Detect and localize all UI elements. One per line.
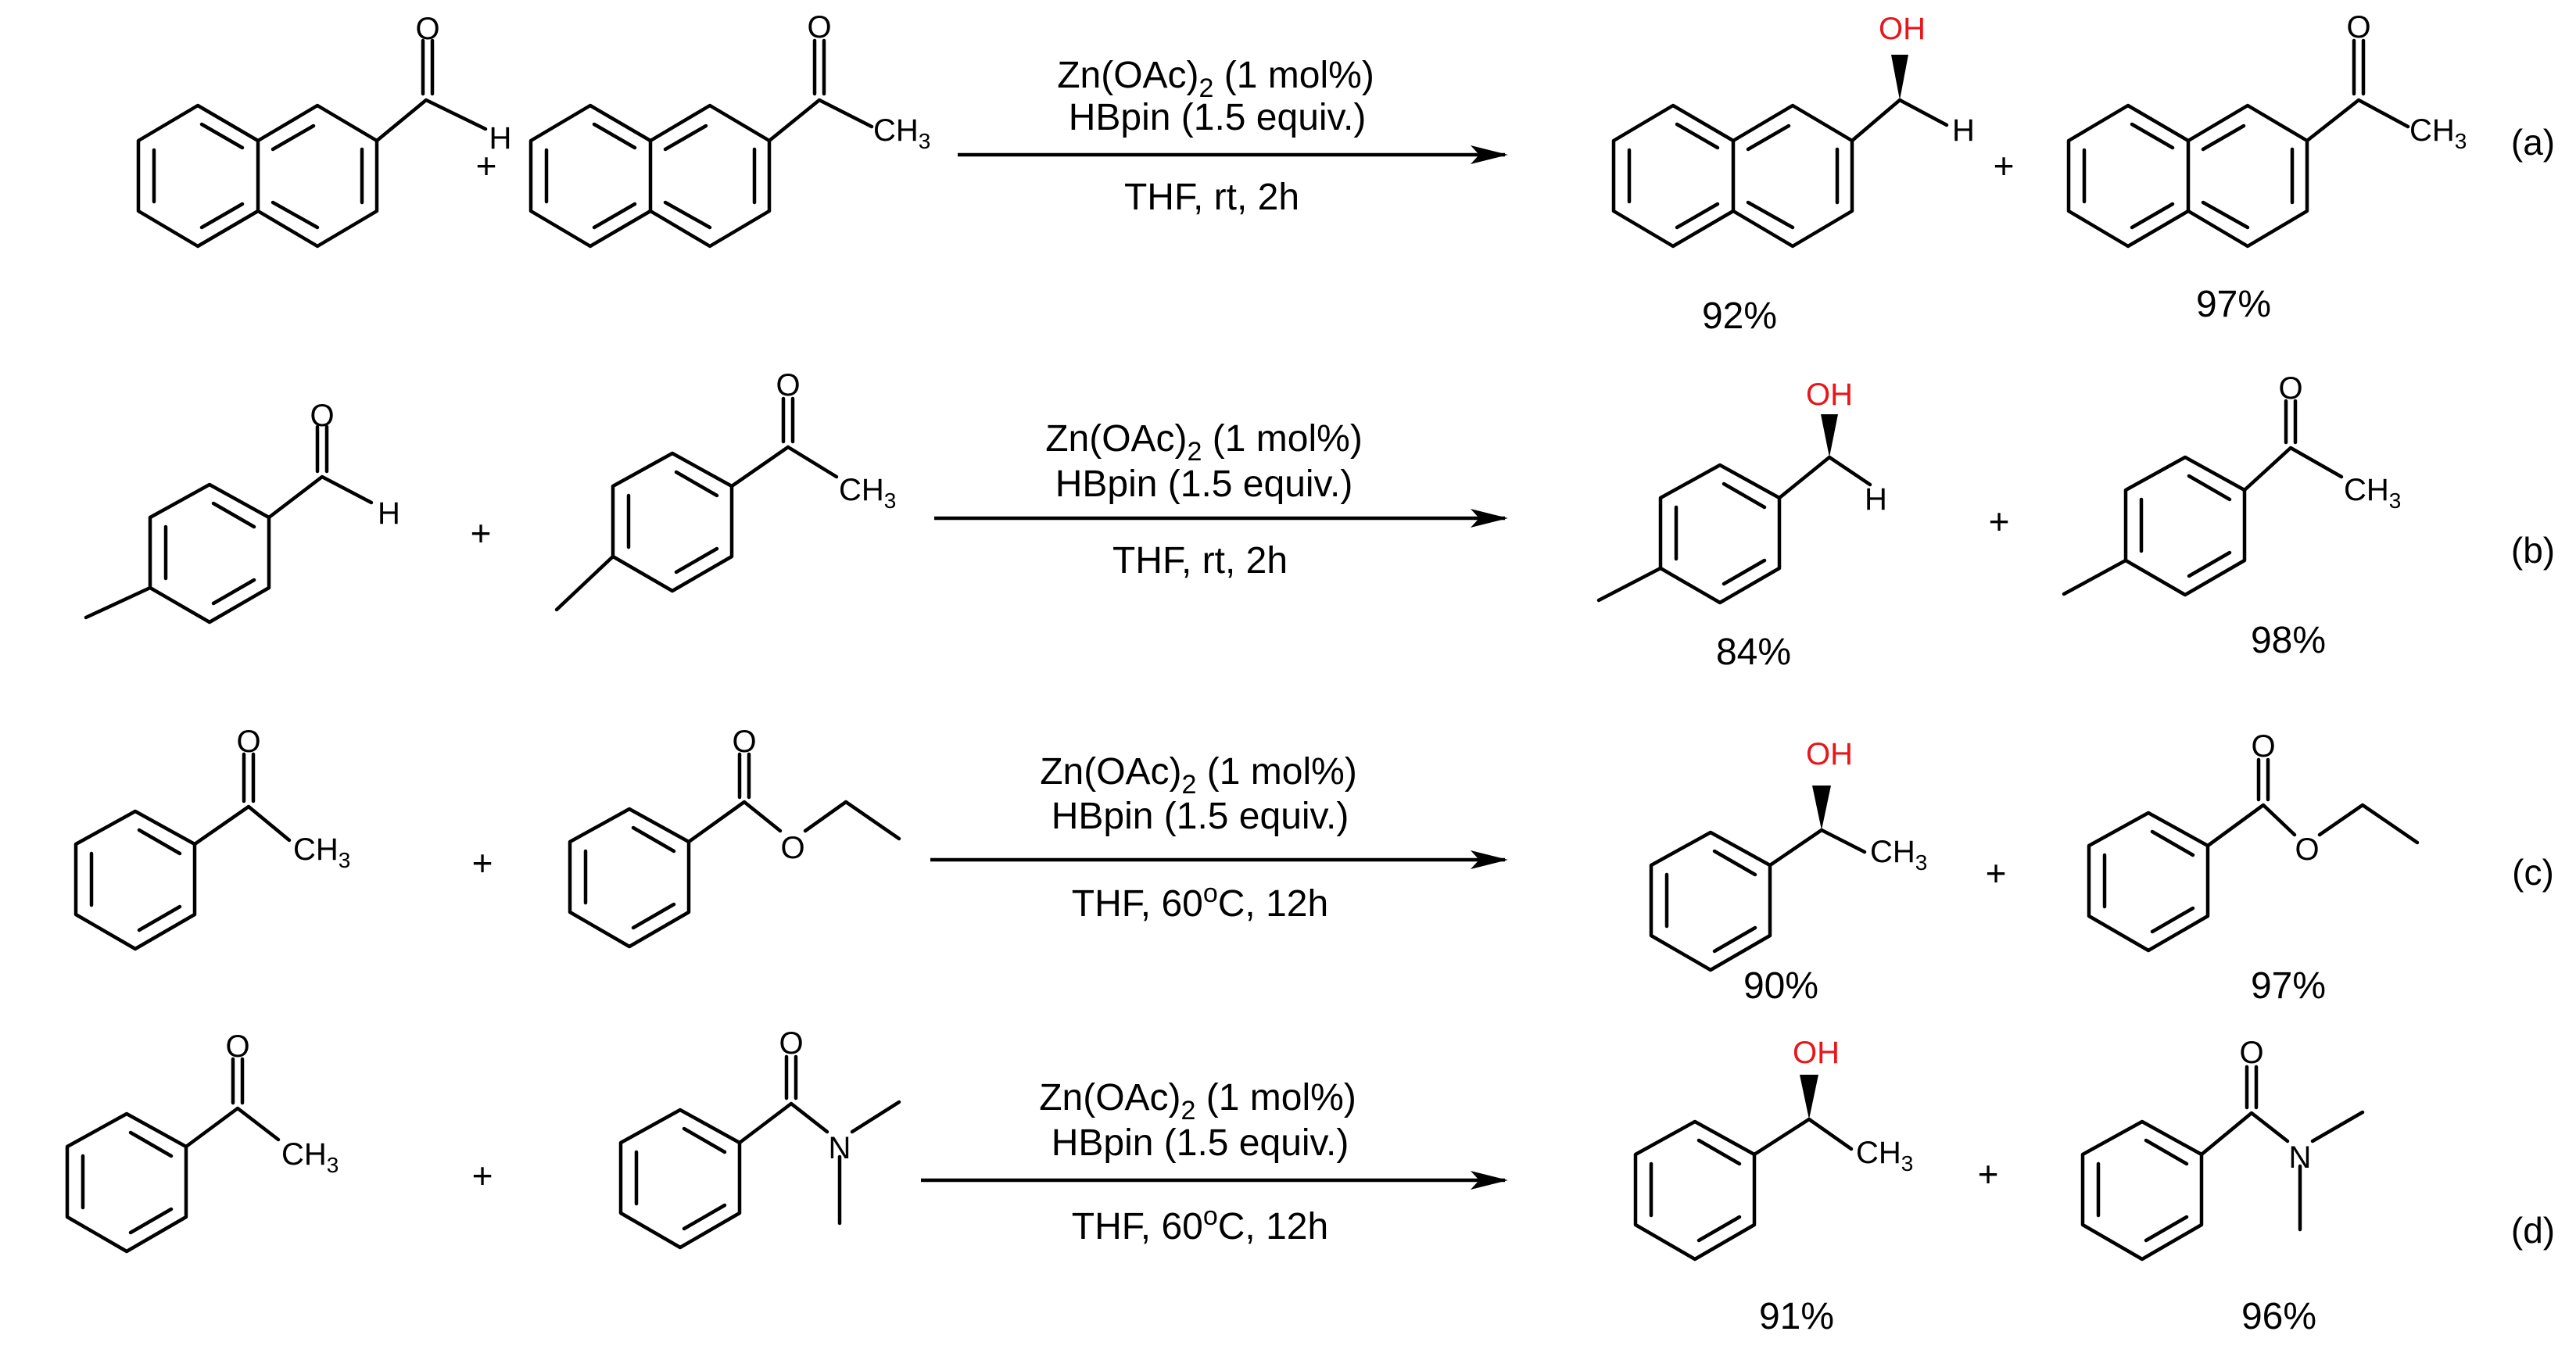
acetonaphthone-structure: O CH3 xyxy=(2066,10,2467,249)
methyl-label: CH3 xyxy=(293,832,350,872)
atom-label: H xyxy=(1952,113,1975,148)
reaction-row-a: O H + O CH3 Zn(OAc)2 (1 mol%) HBpin (1.5… xyxy=(136,10,2555,337)
wedge-bond xyxy=(1800,1075,1818,1119)
methyl-label: CH3 xyxy=(2344,473,2401,513)
atom-label: O xyxy=(225,1029,249,1064)
catalyst-label: Zn(OAc)2 (1 mol%) xyxy=(1057,55,1374,103)
atom-label: O xyxy=(415,12,439,46)
reaction-label: (d) xyxy=(2511,1210,2555,1251)
methyl-label: CH3 xyxy=(281,1137,339,1177)
phenylethanol-structure: OH CH3 xyxy=(1633,1036,1913,1262)
methyl-label: CH3 xyxy=(839,473,896,513)
reaction-conditions: Zn(OAc)2 (1 mol%) HBpin (1.5 equiv.) THF… xyxy=(921,1077,1508,1247)
yield-product-1: 84% xyxy=(1716,632,1791,673)
naphthaldehyde-structure: O H xyxy=(136,12,512,249)
methyl-label: CH3 xyxy=(1856,1136,1913,1176)
methylacetophenone-structure: O CH3 xyxy=(554,368,896,612)
solvent-label: THF, 60oC, 12h xyxy=(1072,879,1328,925)
yield-product-2: 96% xyxy=(2241,1296,2316,1337)
ethylbenzoate-structure: O O xyxy=(568,725,901,949)
plus-sign: + xyxy=(1986,853,2007,893)
yield-product-1: 91% xyxy=(1759,1296,1834,1337)
plus-sign: + xyxy=(1978,1154,1999,1194)
plus-sign: + xyxy=(472,843,493,883)
atom-label: O xyxy=(2239,1036,2263,1070)
methyl-label: CH3 xyxy=(1870,835,1927,875)
atom-label: N xyxy=(829,1131,851,1165)
solvent-label: THF, 60oC, 12h xyxy=(1072,1201,1328,1247)
yield-product-2: 98% xyxy=(2251,620,2326,661)
atom-label: O xyxy=(779,1026,803,1061)
dimethylbenzamide-structure: O N xyxy=(618,1026,901,1250)
methylacetophenone-structure: O CH3 xyxy=(2062,371,2401,597)
atom-label: O xyxy=(2346,10,2370,45)
tolualdehyde-structure: O H xyxy=(84,399,400,625)
plus-sign: + xyxy=(1989,501,2010,542)
yield-product-2: 97% xyxy=(2196,284,2271,325)
atom-label: H xyxy=(1865,482,1887,517)
plus-sign: + xyxy=(476,145,497,186)
reagent-label: HBpin (1.5 equiv.) xyxy=(1055,463,1353,505)
reaction-conditions: Zn(OAc)2 (1 mol%) HBpin (1.5 equiv.) THF… xyxy=(930,751,1508,925)
methyl-label: CH3 xyxy=(873,113,930,153)
solvent-label: THF, rt, 2h xyxy=(1124,177,1299,218)
atom-label: O xyxy=(236,725,260,759)
atom-label: O xyxy=(2251,729,2275,764)
atom-label: H xyxy=(378,496,400,531)
reaction-conditions: Zn(OAc)2 (1 mol%) HBpin (1.5 equiv.) THF… xyxy=(934,418,1508,582)
atom-label: N xyxy=(2289,1140,2312,1175)
yield-product-2: 97% xyxy=(2251,965,2326,1007)
reagent-label: HBpin (1.5 equiv.) xyxy=(1052,796,1349,837)
atom-label: O xyxy=(780,831,804,865)
plus-sign: + xyxy=(471,513,492,553)
reaction-conditions: Zn(OAc)2 (1 mol%) HBpin (1.5 equiv.) THF… xyxy=(958,55,1508,218)
acetophenone-structure: O CH3 xyxy=(73,725,350,951)
atom-label: O xyxy=(2295,832,2319,867)
catalyst-label: Zn(OAc)2 (1 mol%) xyxy=(1039,1077,1356,1126)
plus-sign: + xyxy=(472,1155,493,1196)
atom-label: O xyxy=(310,399,334,433)
reaction-row-b: O H + O CH3 Zn(OAc)2 (1 mol%) HBpin (1.5… xyxy=(84,368,2555,673)
wedge-bond xyxy=(1821,414,1838,457)
acetophenone-structure: O CH3 xyxy=(65,1029,339,1254)
phenylethanol-structure: OH CH3 xyxy=(1649,737,1927,972)
hydroxyl-label: OH xyxy=(1806,737,1853,771)
methylbenzylalcohol-structure: OH H xyxy=(1596,378,1887,605)
reagent-label: HBpin (1.5 equiv.) xyxy=(1052,1122,1349,1164)
atom-label: O xyxy=(732,725,756,759)
reaction-label: (a) xyxy=(2511,122,2555,163)
acetonaphthone-structure: O CH3 xyxy=(528,10,930,249)
yield-product-1: 90% xyxy=(1743,965,1818,1007)
hydroxyl-label: OH xyxy=(1879,12,1926,46)
atom-label: H xyxy=(489,121,512,156)
catalyst-label: Zn(OAc)2 (1 mol%) xyxy=(1040,751,1357,800)
hydroxyl-label: OH xyxy=(1806,378,1853,412)
atom-label: O xyxy=(776,368,800,403)
atom-label: O xyxy=(807,10,831,45)
plus-sign: + xyxy=(1994,145,2015,186)
hydroxyl-label: OH xyxy=(1793,1036,1840,1070)
solvent-label: THF, rt, 2h xyxy=(1112,540,1288,582)
dimethylbenzamide-structure: O N xyxy=(2080,1036,2365,1262)
naphthylmethanol-structure: OH H xyxy=(1611,12,1975,249)
reagent-label: HBpin (1.5 equiv.) xyxy=(1069,97,1367,138)
reaction-label: (b) xyxy=(2511,530,2555,571)
reaction-row-c: O CH3 + O O Zn(OAc)2 (1 mol%) HBpin (1.5… xyxy=(73,725,2554,1007)
reaction-row-d: O CH3 + O N Zn(OAc)2 (1 mol%) HBpin (1.5… xyxy=(65,1026,2555,1337)
methyl-label: CH3 xyxy=(2409,113,2467,153)
atom-label: O xyxy=(2278,371,2302,406)
wedge-bond xyxy=(1812,786,1831,830)
reaction-label: (c) xyxy=(2512,852,2554,893)
ethylbenzoate-structure: O O xyxy=(2087,729,2420,953)
catalyst-label: Zn(OAc)2 (1 mol%) xyxy=(1045,418,1363,467)
yield-product-1: 92% xyxy=(1702,295,1777,337)
wedge-bond xyxy=(1891,55,1908,100)
